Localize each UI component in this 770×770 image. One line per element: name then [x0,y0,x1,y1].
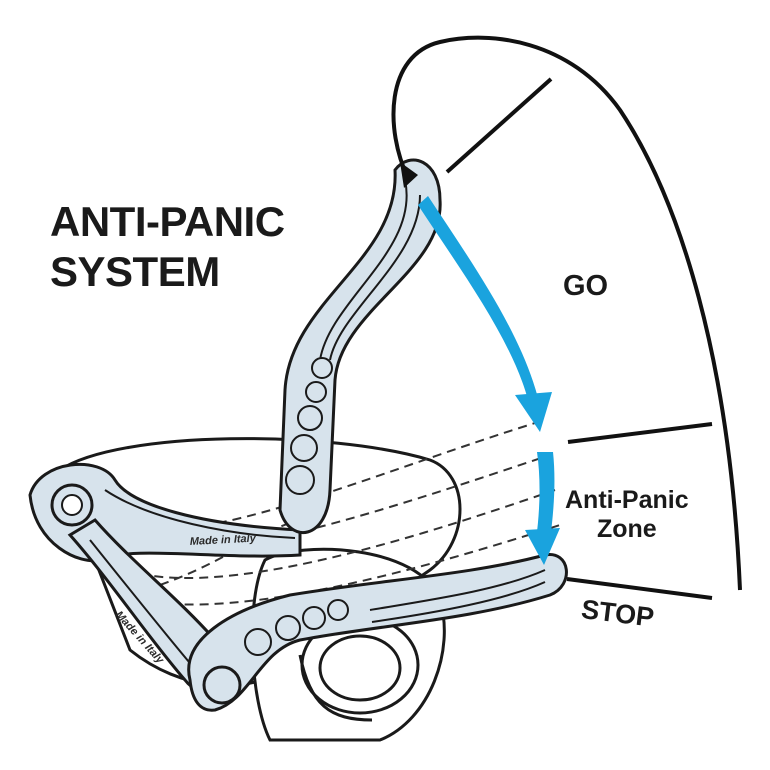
lever-lower [187,553,568,712]
title-line-1: ANTI-PANIC [50,198,285,245]
go-end-line [567,422,713,444]
go-zone-label: GO [563,270,609,302]
lever-upper [278,158,442,535]
lever-lower-holes [244,599,349,656]
go-arrow-head [515,392,552,432]
go-arrow-shaft [418,196,538,400]
stop-line [566,577,713,600]
title-line-2: SYSTEM [50,248,220,295]
lever-upper-holes [285,357,333,495]
blue-arrows [418,196,560,565]
go-start-line [445,77,553,174]
engraving-upper: Made in Italy [190,533,257,548]
anti-panic-zone-label: Anti-Panic Zone [565,486,689,543]
zone-dividers [445,77,713,600]
zone-arrow-shaft [536,452,555,540]
loop-arrow-head [400,162,418,188]
zone-arrow-head [525,528,560,565]
loop-arrow [391,35,742,591]
